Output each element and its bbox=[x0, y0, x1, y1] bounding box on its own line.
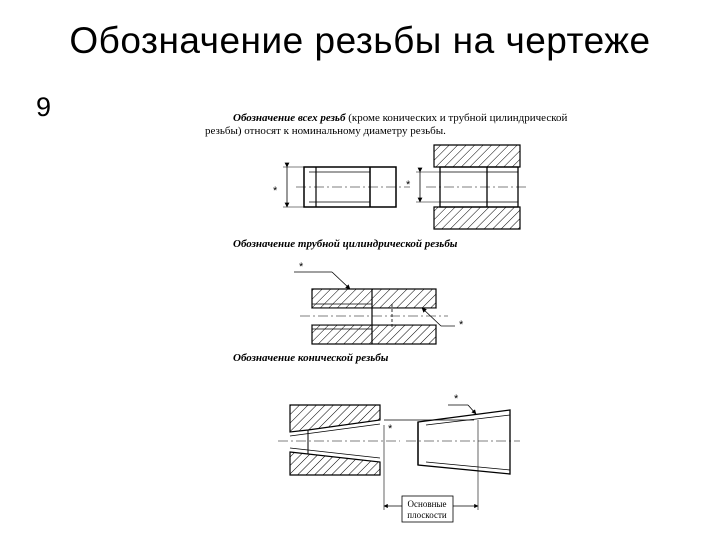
caption-pipe-thread: Обозначение трубной цилиндрической резьб… bbox=[233, 238, 458, 250]
figure-note-line-2: резьбы) относят к номинальному диаметру … bbox=[205, 125, 446, 137]
marker-conic-outer: * bbox=[454, 393, 459, 405]
marker-conic-inner: * bbox=[388, 423, 393, 435]
conic-thread-drawing bbox=[278, 404, 520, 523]
marker-external: * bbox=[273, 185, 278, 197]
marker-pipe-right: * bbox=[459, 319, 464, 331]
figure-note-italic: Обозначение всех резьб bbox=[233, 112, 346, 124]
external-thread-drawing bbox=[283, 162, 410, 208]
base-planes-label-2: плоскости bbox=[407, 510, 447, 520]
figure-note-rest: (кроме конических и трубной цилиндрическ… bbox=[345, 112, 568, 124]
caption-conic-thread: Обозначение конической резьбы bbox=[233, 352, 389, 364]
internal-thread-drawing bbox=[416, 144, 528, 230]
figure-note-line-1: Обозначение всех резьб (кроме конических… bbox=[233, 111, 567, 125]
pipe-thread-drawing bbox=[294, 271, 455, 345]
slide-title: Обозначение резьбы на чертеже bbox=[69, 20, 651, 61]
marker-internal: * bbox=[406, 179, 411, 191]
base-planes-label-1: Основные bbox=[408, 499, 447, 509]
slide-number: 9 bbox=[36, 92, 52, 122]
marker-pipe-left: * bbox=[299, 261, 304, 273]
